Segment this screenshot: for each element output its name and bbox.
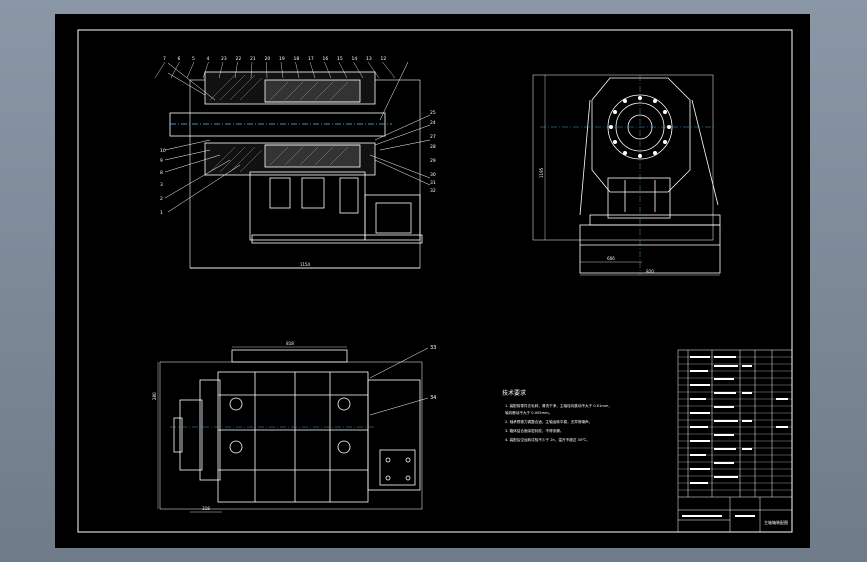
section-balloon-top-9: 18 (294, 56, 300, 62)
parts-list-text-blocks (682, 356, 788, 517)
section-balloon-top-8: 19 (279, 56, 285, 62)
plan-view (159, 349, 423, 510)
section-leader-top-1 (170, 61, 180, 79)
section-balloon-right-7: 32 (430, 188, 436, 194)
section-balloon-top-2: 5 (192, 56, 195, 62)
notes-heading: 技术要求 (502, 389, 526, 397)
section-balloon-top-13: 14 (352, 56, 358, 62)
plan-dimension-top: 818 (286, 341, 294, 346)
section-balloon-top-12: 15 (337, 56, 343, 62)
section-view (169, 71, 423, 269)
section-balloons-right: 25 24 27 28 29 30 31 32 (430, 110, 436, 194)
section-balloon-right-3: 28 (430, 144, 436, 150)
section-leader-top-15 (382, 61, 396, 79)
section-leader-top-6 (250, 61, 253, 79)
section-balloon-top-1: 6 (178, 56, 181, 62)
notes-line-2: 轴向窜动不大于 0.005mm。 (505, 410, 552, 415)
section-balloon-top-0: 7 (163, 56, 166, 62)
section-leader-lines (164, 61, 431, 213)
section-balloon-top-15: 12 (381, 56, 387, 62)
section-balloon-right-0: 25 (430, 110, 436, 116)
section-balloon-left-4: 2 (160, 196, 163, 202)
section-balloon-left-2: 8 (160, 170, 163, 176)
section-leader-top-10 (309, 61, 316, 79)
section-balloon-left-0: 10 (160, 148, 166, 154)
end-view-dimensions: 1195 606 820 (539, 75, 720, 276)
notes-line-5: 4. 装配后空运转试验不少于 2h，温升不超过 30℃。 (505, 437, 590, 442)
section-leader-top-14 (367, 61, 380, 79)
section-balloon-top-6: 21 (250, 56, 256, 62)
section-balloon-right-2: 27 (430, 134, 436, 140)
section-leader-top-3 (202, 61, 209, 79)
section-balloon-right-6: 31 (430, 180, 436, 186)
section-balloon-top-3: 4 (207, 56, 210, 62)
section-dimension-text: 1154 (300, 262, 311, 267)
section-leader-top-5 (234, 61, 238, 79)
section-balloon-left-3: 3 (160, 182, 163, 188)
section-leader-top-12 (338, 61, 348, 79)
technical-notes: 技术要求 1. 装配前零件去毛刺，清洗干净，主轴径向跳动不大于 0.01mm， … (502, 389, 612, 442)
section-balloon-right-4: 29 (430, 158, 436, 164)
section-leader-top-8 (280, 61, 284, 79)
section-balloon-top-4: 23 (221, 56, 227, 62)
section-balloon-left-1: 9 (160, 158, 163, 164)
plan-balloon-2: 34 (430, 395, 436, 401)
section-leader-top-11 (324, 61, 332, 79)
section-leader-top-0 (154, 61, 166, 79)
section-balloon-top-14: 13 (366, 56, 372, 62)
section-balloon-right-1: 24 (430, 120, 436, 126)
drawing-border-frame (77, 29, 793, 533)
section-balloons-left: 10 9 8 3 2 1 (160, 148, 166, 216)
section-leader-top-2 (186, 61, 195, 79)
section-leader-top-4 (218, 61, 224, 79)
section-balloon-top-5: 22 (236, 56, 242, 62)
end-view-dimension-height: 1195 (539, 167, 544, 178)
section-balloon-right-5: 30 (430, 172, 436, 178)
plan-view-dimensions: 818 280 318 33 34 (152, 341, 436, 513)
section-hatching (209, 74, 349, 173)
section-leader-top-7 (266, 61, 268, 79)
drawing-sheet-background (55, 14, 810, 548)
plan-dimension-left: 280 (152, 392, 157, 400)
end-view (532, 74, 721, 275)
section-balloon-top-11: 16 (323, 56, 329, 62)
section-dimension-bottom: 1154 (190, 262, 420, 269)
section-leader-top-13 (353, 61, 364, 79)
notes-line-4: 3. 箱体结合面涂密封胶，不得渗漏。 (505, 428, 563, 433)
section-leader-top-9 (295, 61, 300, 79)
section-balloon-left-5: 1 (160, 210, 163, 216)
notes-line-1: 1. 装配前零件去毛刺，清洗干净，主轴径向跳动不大于 0.01mm， (505, 403, 612, 408)
section-balloons-top: 7 6 5 4 23 22 21 20 19 18 17 16 15 14 13 12 (154, 56, 396, 79)
section-balloon-top-10: 17 (308, 56, 314, 62)
end-view-dimension-b: 820 (646, 269, 654, 274)
title-block-drawing-title: 主轴箱装配图 (764, 519, 788, 525)
plan-dimension-bottom: 318 (202, 506, 210, 511)
end-view-bolt-circle (609, 96, 671, 158)
notes-line-3: 2. 轴承预紧力调整合适，主轴运转平稳，无异常噪声。 (505, 419, 592, 424)
section-balloon-top-7: 20 (265, 56, 271, 62)
plan-balloon-1: 33 (430, 345, 436, 351)
end-view-dimension-a: 606 (607, 256, 615, 261)
